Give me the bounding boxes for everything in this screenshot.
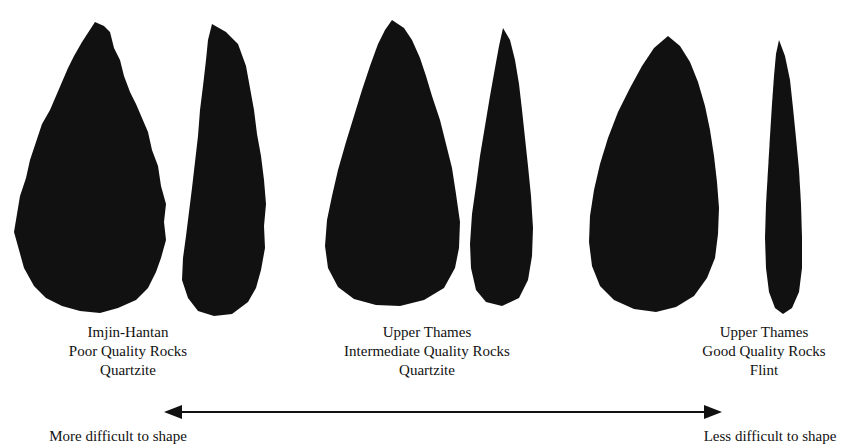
difficulty-label: Less difficult to shape bbox=[704, 427, 837, 445]
handaxe-side-good bbox=[765, 40, 802, 314]
site-caption: Imjin-Hantan bbox=[88, 323, 169, 341]
difficulty-label: More difficult to shape bbox=[49, 427, 187, 445]
handaxe-front-good bbox=[589, 36, 719, 312]
rock-quality-caption: Poor Quality Rocks bbox=[69, 342, 187, 360]
raw-material-caption: Flint bbox=[750, 361, 778, 379]
raw-material-caption: Quartzite bbox=[399, 361, 455, 379]
handaxe-front-intermediate bbox=[325, 20, 460, 306]
handaxe-side-poor bbox=[182, 24, 266, 316]
difficulty-arrow bbox=[164, 405, 722, 419]
handaxe-side-intermediate bbox=[470, 28, 533, 306]
handaxe-front-poor bbox=[14, 22, 166, 313]
site-caption: Upper Thames bbox=[383, 323, 471, 341]
rock-quality-caption: Good Quality Rocks bbox=[702, 342, 825, 360]
raw-material-caption: Quartzite bbox=[100, 361, 156, 379]
site-caption: Upper Thames bbox=[720, 323, 808, 341]
rock-quality-caption: Intermediate Quality Rocks bbox=[344, 342, 510, 360]
